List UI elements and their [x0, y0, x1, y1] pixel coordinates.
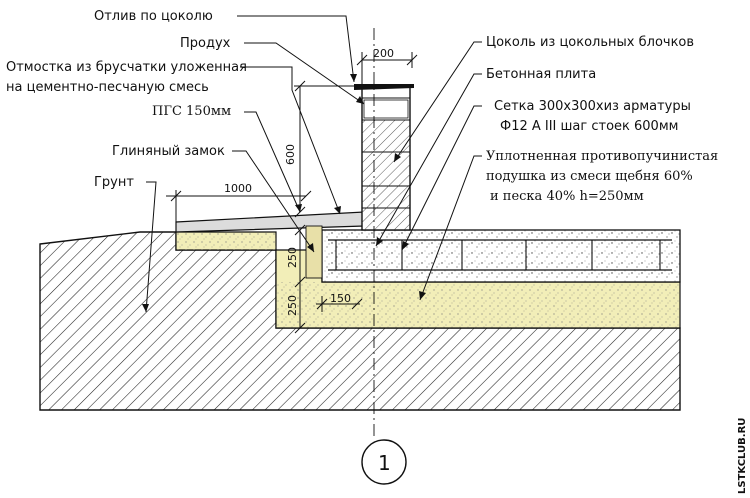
- plinth-hatch: [362, 120, 410, 230]
- leaders-right: [375, 41, 482, 301]
- dim-200-label: 200: [373, 47, 394, 60]
- slab-texture: [322, 230, 680, 282]
- label-mesh-line1: Сетка 300х300хиз арматуры: [494, 99, 691, 114]
- label-drip-flashing: Отлив по цоколю: [94, 9, 213, 24]
- dim-250-slab-label: 250: [286, 247, 299, 268]
- dimension-250-cushion: [294, 282, 306, 334]
- dim-1000-label: 1000: [224, 182, 252, 195]
- pgs-texture: [176, 232, 276, 250]
- dimension-1000: [166, 190, 312, 222]
- vent-opening: [363, 99, 409, 119]
- label-blind-area-line2: на цементно-песчаную смесь: [6, 80, 209, 95]
- rebar-stands: [335, 240, 661, 270]
- blind-area-paving: [175, 211, 365, 233]
- watermark: LSTKCLUB.RU: [737, 418, 748, 494]
- label-blind-area-line1: Отмостка из брусчатки уложенная: [6, 60, 247, 75]
- plinth-block-joints: [362, 97, 410, 209]
- label-pgs: ПГС 150мм: [152, 104, 231, 119]
- label-plinth: Цоколь из цокольных блочков: [486, 35, 694, 50]
- dimension-600: [294, 80, 362, 218]
- label-concrete-slab: Бетонная плита: [486, 67, 596, 82]
- dim-250-cushion-label: 250: [286, 295, 299, 316]
- label-vent: Продух: [180, 36, 231, 51]
- label-cushion-line2: подушка из смеси щебня 60%: [486, 169, 693, 184]
- dim-150-label: 150: [330, 292, 351, 305]
- leader-arrowheads-left: [142, 74, 364, 312]
- watermark-strip: [734, 392, 748, 496]
- drip-flashing: [354, 84, 414, 90]
- label-cushion-line1: Уплотненная противопучинистая: [486, 149, 718, 164]
- label-mesh-line2: Ф12 А III шаг стоек 600мм: [500, 119, 678, 134]
- dim-600-label: 600: [284, 144, 297, 165]
- label-soil: Грунт: [94, 175, 134, 190]
- label-cushion-line3: и песка 40% h=250мм: [490, 189, 644, 204]
- label-clay-lock: Глиняный замок: [112, 144, 225, 159]
- axis-marker-circle: [361, 439, 407, 485]
- leaders-left: [145, 15, 365, 313]
- dimension-150: [316, 296, 363, 312]
- cushion-texture: [276, 282, 680, 328]
- leader-arrowheads-right: [376, 153, 426, 300]
- dimension-200: [356, 52, 418, 84]
- axis-marker-number: 1: [378, 451, 391, 475]
